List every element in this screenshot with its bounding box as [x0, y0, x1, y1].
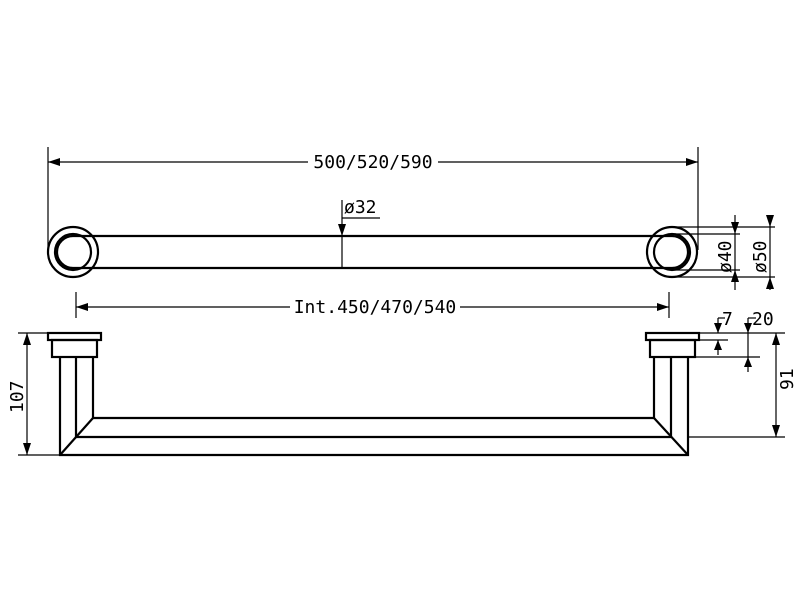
- tube-diameter-dimension: ø32: [338, 197, 380, 236]
- flange-height-label: 20: [752, 309, 774, 330]
- front-view: [46, 331, 701, 457]
- projection-centre-dimension: 91: [688, 332, 798, 438]
- projection-total-label: 107: [7, 380, 28, 413]
- bar-outline-outer: [58, 357, 690, 457]
- tube-diameter-label: ø32: [344, 197, 377, 218]
- bar-outline-inner: [91, 357, 656, 420]
- projection-total-dimension: 107: [7, 332, 60, 456]
- projection-centre-label: 91: [777, 368, 798, 390]
- flange-thickness-label: 7: [722, 309, 733, 330]
- plan-view: [46, 225, 699, 279]
- internal-length-dimension: Int.450/470/540: [75, 292, 670, 318]
- internal-length-label: Int.450/470/540: [294, 297, 457, 318]
- left-flange-plan: [46, 225, 100, 279]
- left-flange-base: [50, 338, 99, 359]
- tube-plan: [55, 234, 690, 270]
- flange-thickness-dimensions: 7 20: [695, 309, 774, 372]
- flange-diameter-outer-label: ø50: [750, 240, 771, 273]
- flange-diameter-dimensions: ø40 ø50: [672, 215, 775, 290]
- overall-length-label: 500/520/590: [313, 152, 432, 173]
- overall-length-dimension: 500/520/590: [47, 147, 699, 250]
- flange-diameter-inner-label: ø40: [715, 240, 736, 273]
- right-flange-base: [648, 338, 697, 359]
